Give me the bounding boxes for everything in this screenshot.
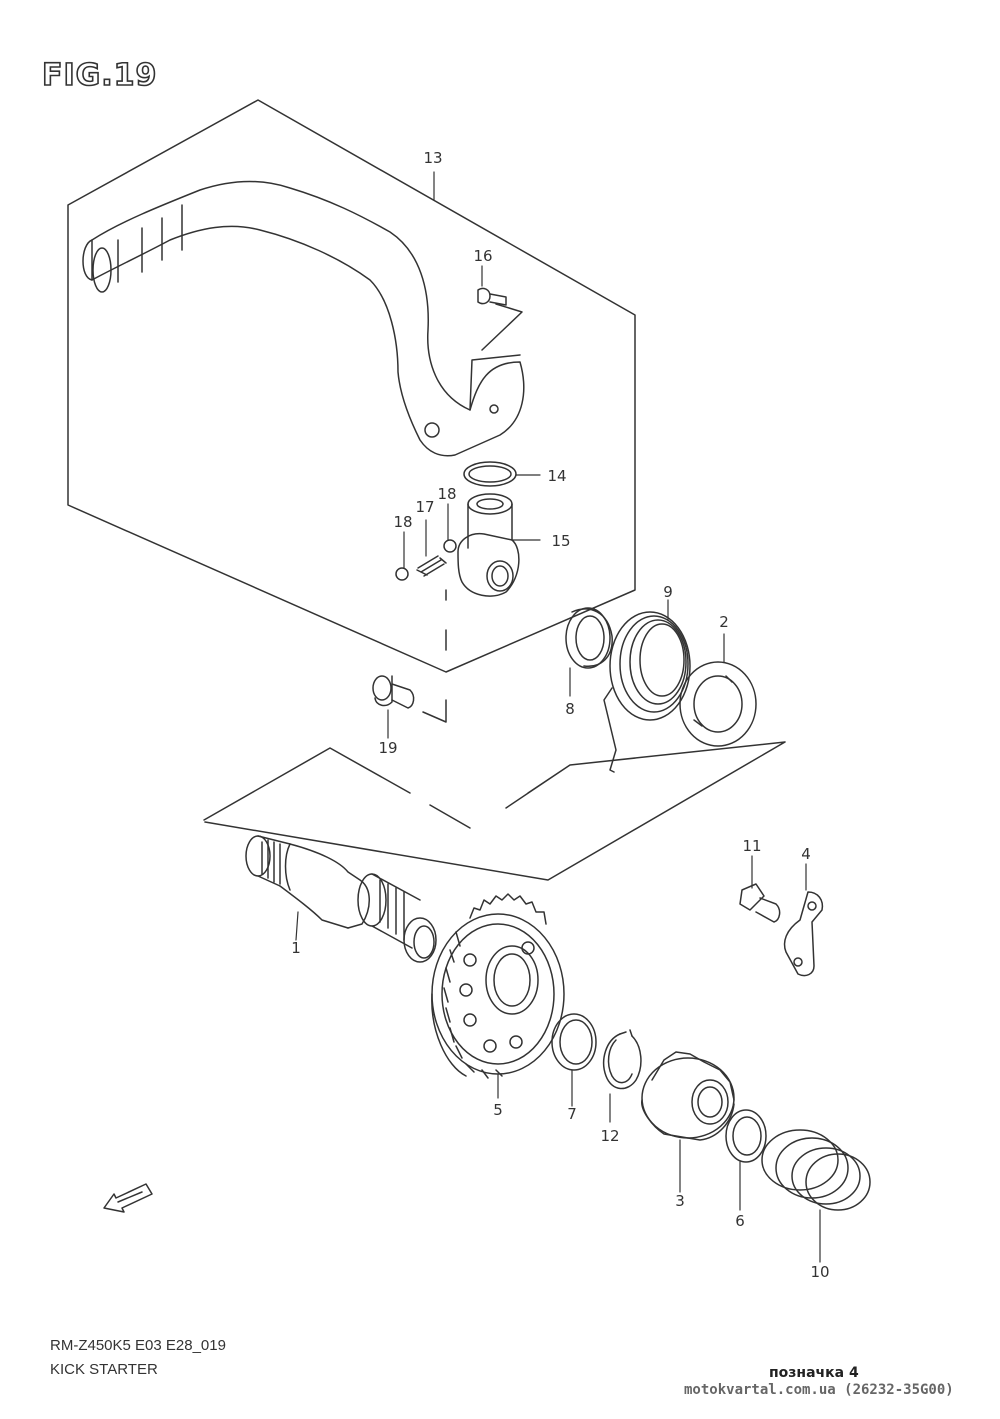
callout-1: 1	[291, 939, 301, 957]
callout-7: 7	[567, 1105, 577, 1123]
callout-6: 6	[735, 1212, 745, 1230]
spring-guide-plate	[679, 661, 757, 747]
callout-3: 3	[675, 1192, 685, 1210]
kick-starter-lever	[82, 180, 525, 457]
callout-19: 19	[378, 739, 398, 757]
thrust-washer	[463, 461, 517, 487]
callout-16: 16	[473, 247, 493, 265]
section-title: KICK STARTER	[50, 1361, 158, 1378]
detent-spring	[416, 555, 447, 577]
site-watermark: motokvartal.com.ua (26232-35G00)	[684, 1382, 954, 1398]
kick-starter-boss	[457, 493, 520, 597]
callout-10: 10	[810, 1263, 830, 1281]
callout-4: 4	[801, 845, 811, 863]
callout-5: 5	[493, 1101, 503, 1119]
callout-11: 11	[742, 837, 762, 855]
callout-17: 17	[415, 498, 435, 516]
gear-washer	[551, 1013, 597, 1071]
note-label: позначка 4	[769, 1365, 859, 1381]
leader-lines	[295, 171, 821, 1263]
callout-2: 2	[719, 613, 729, 631]
callout-13: 13	[423, 149, 443, 167]
callout-15: 15	[551, 532, 571, 550]
kick-starter-shaft	[245, 835, 437, 963]
callout-8: 8	[565, 700, 575, 718]
model-code: RM-Z450K5 E03 E28_019	[50, 1337, 226, 1354]
circlip	[602, 1029, 642, 1090]
ratchet-washer	[725, 1109, 767, 1163]
callout-9: 9	[663, 583, 673, 601]
flange-bolt	[372, 675, 415, 709]
steel-ball-right	[443, 539, 457, 553]
stopper-plate	[783, 891, 824, 977]
steel-ball-left	[395, 567, 409, 581]
kick-starter-ratchet	[641, 1051, 735, 1141]
figure-title: FIG.19	[41, 57, 158, 94]
callout-12: 12	[600, 1127, 620, 1145]
shaft-group-frame	[203, 741, 786, 881]
callout-18-right: 18	[437, 485, 457, 503]
return-spring	[603, 611, 691, 773]
lever-bolt	[477, 287, 523, 351]
kick-starter-gear	[431, 893, 565, 1079]
kick-lever-group-frame	[67, 99, 636, 723]
oil-seal	[565, 607, 613, 669]
stopper-bolt	[739, 883, 781, 923]
callout-18-left: 18	[393, 513, 413, 531]
ratchet-spring	[761, 1129, 871, 1211]
callout-14: 14	[547, 467, 567, 485]
front-direction-arrow-icon	[103, 1183, 153, 1213]
